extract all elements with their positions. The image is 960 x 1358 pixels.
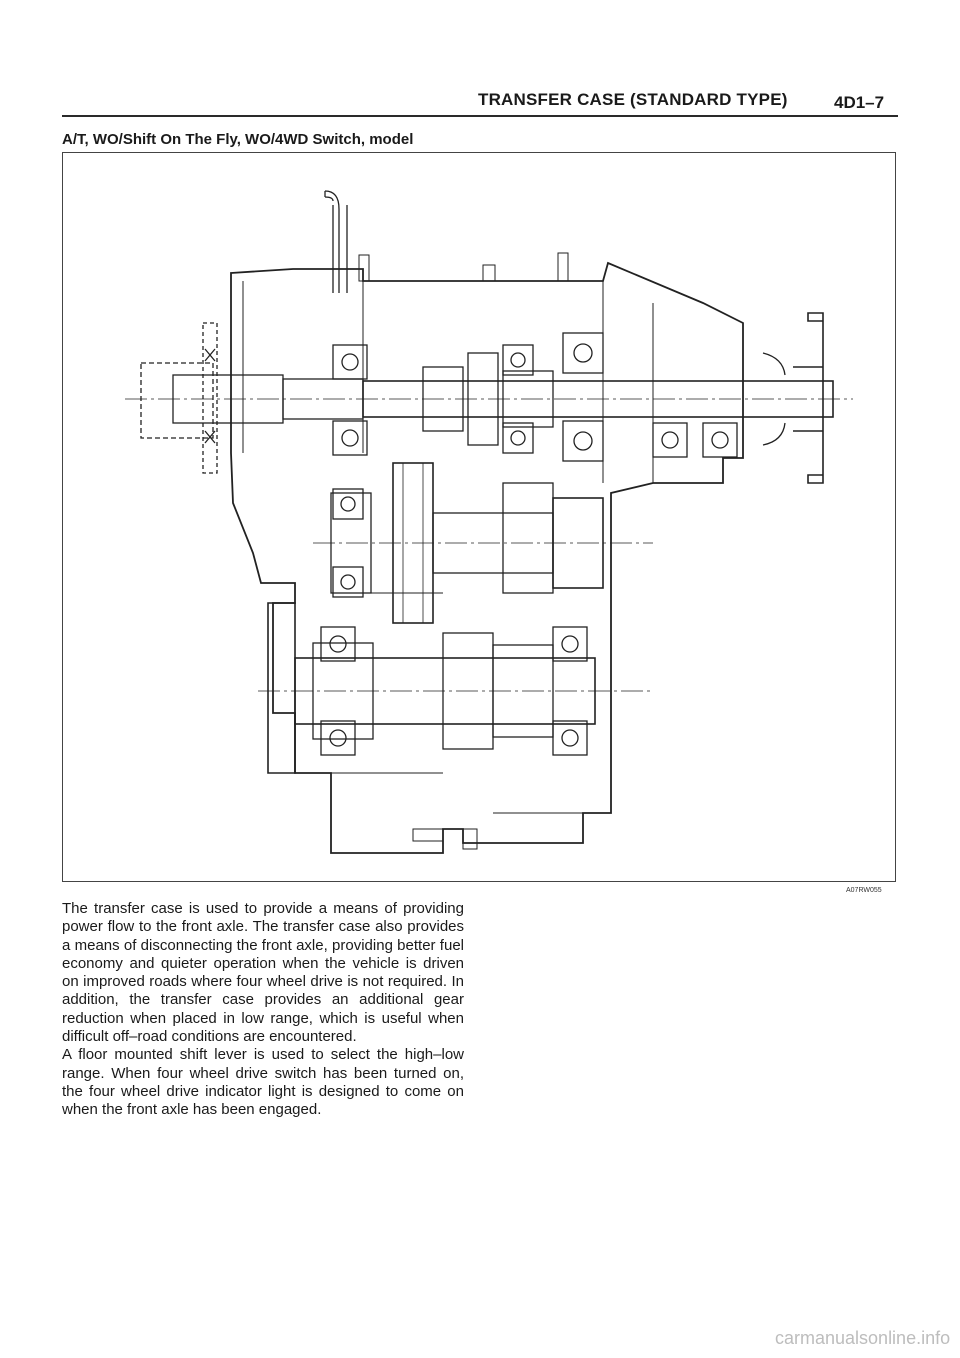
upper-bearings: [332, 332, 738, 462]
intermediate-gear: [330, 462, 604, 624]
housing-outline: [230, 261, 744, 854]
transfer-case-cross-section-drawing: [125, 190, 853, 854]
figure-frame: [62, 152, 896, 882]
housing-bolts: [358, 252, 569, 850]
body-text: The transfer case is used to provide a m…: [62, 900, 464, 1120]
section-heading: A/T, WO/Shift On The Fly, WO/4WD Switch,…: [62, 131, 414, 148]
front-output-shaft: [267, 602, 596, 774]
header-rule: [62, 115, 898, 117]
page-number: 4D1–7: [834, 93, 885, 112]
figure-code: A07RW055: [846, 887, 882, 894]
header-title: TRANSFER CASE (STANDARD TYPE): [478, 90, 788, 109]
main-shaft: [362, 380, 834, 418]
breather-pipe: [324, 190, 348, 293]
paragraph-1: The transfer case is used to provide a m…: [62, 900, 464, 1046]
paragraph-2: A floor mounted shift lever is used to s…: [62, 1046, 464, 1119]
watermark: carmanualsonline.info: [775, 1328, 951, 1348]
output-flange: [793, 312, 824, 484]
input-shaft-adapter: [140, 362, 214, 439]
